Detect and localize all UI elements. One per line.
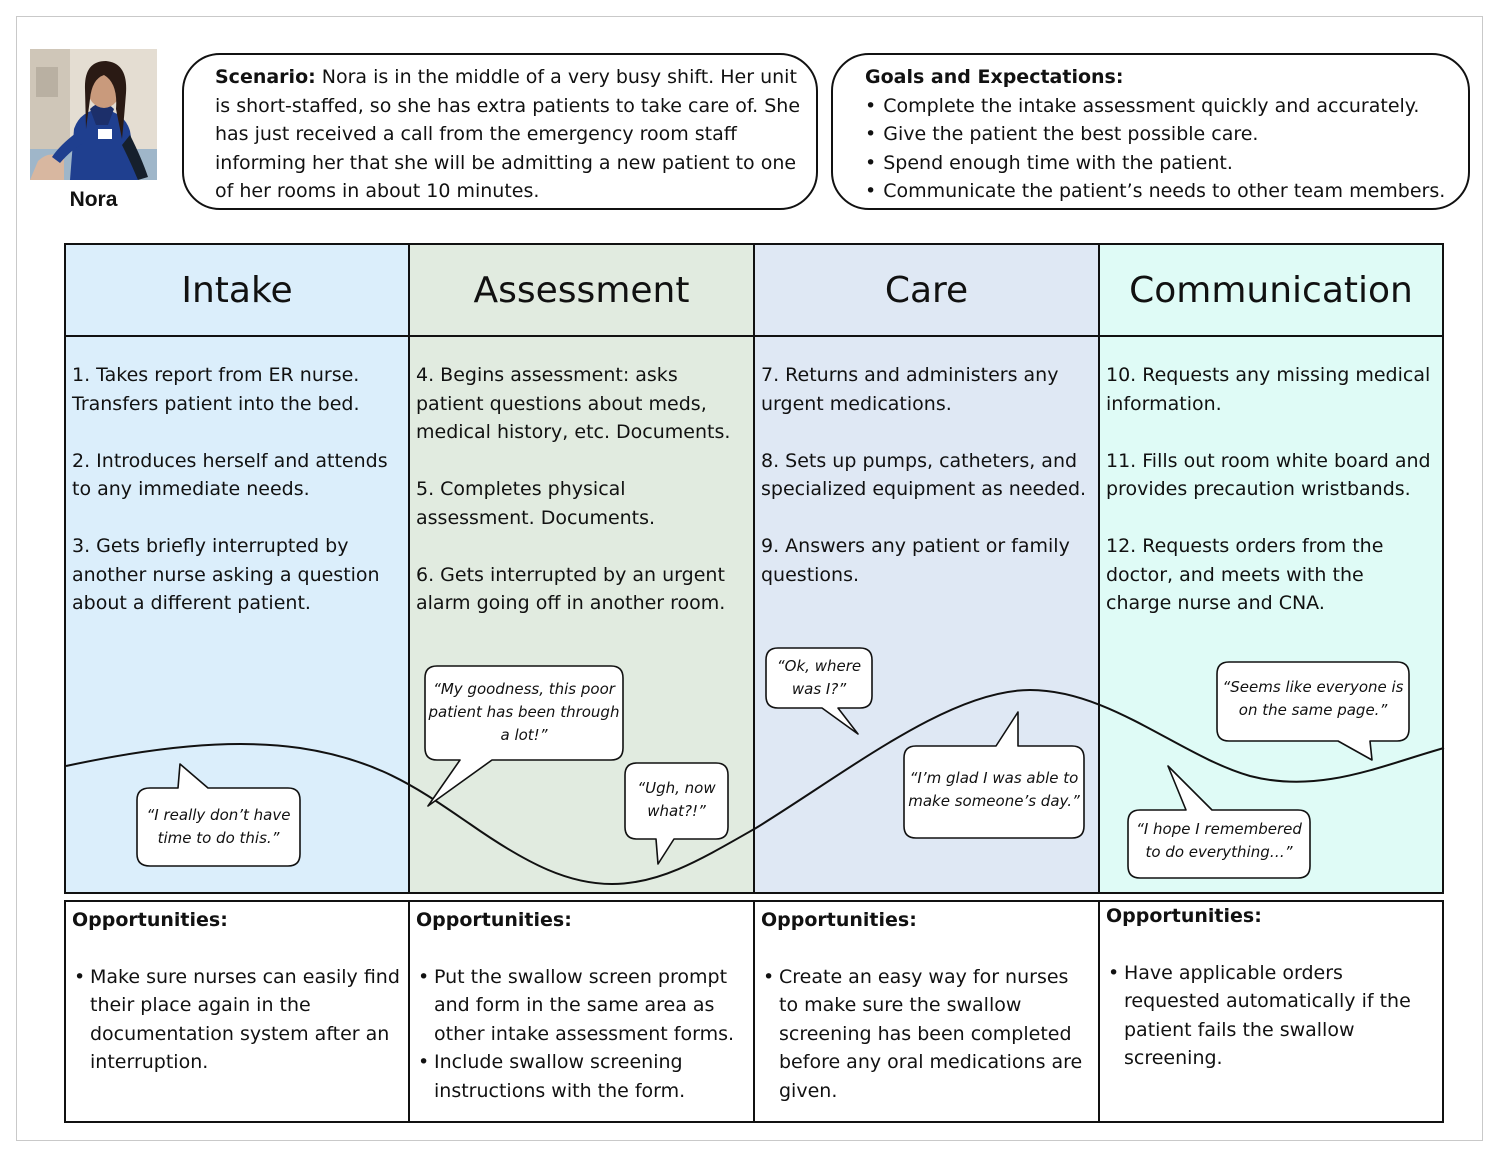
- scenario-box: Scenario: Nora is in the middle of a ver…: [182, 53, 818, 210]
- quote-line: “I really don’t have: [146, 806, 291, 824]
- quote-line: a lot!”: [500, 726, 548, 744]
- persona-photo: [30, 49, 157, 180]
- stage-intake: Intake 1. Takes report from ER nurse. Tr…: [64, 243, 410, 894]
- quote-line: make someone’s day.”: [908, 792, 1080, 810]
- step-item: 6. Gets interrupted by an urgent alarm g…: [416, 563, 726, 615]
- page-frame: [16, 16, 1483, 1141]
- step-item: 12. Requests orders from the doctor, and…: [1106, 535, 1384, 614]
- quote-line: on the same page.”: [1238, 701, 1388, 719]
- step-item: 9. Answers any patient or family questio…: [761, 535, 1070, 586]
- step-item: 4. Begins assessment: asks patient quest…: [416, 364, 731, 443]
- quote-line: “Ugh, now: [637, 779, 716, 797]
- quote-line: what?!”: [647, 802, 706, 820]
- opportunities-list: Have applicable orders requested automat…: [1106, 959, 1436, 1073]
- stage-steps: 4. Begins assessment: asks patient quest…: [410, 337, 753, 618]
- quote-text: “My goodness, this poor patient has been…: [425, 678, 623, 747]
- quote-line: to do everything…”: [1145, 843, 1293, 861]
- opportunity-item: Create an easy way for nurses to make su…: [761, 963, 1092, 1106]
- goals-label: Goals and Expectations:: [865, 66, 1124, 88]
- scenario-text: Nora is in the middle of a very busy shi…: [215, 66, 801, 202]
- quote-line: “Seems like everyone is: [1222, 678, 1404, 696]
- step-item: 3. Gets briefly interrupted by another n…: [72, 535, 380, 614]
- stage-title: Communication: [1100, 245, 1442, 337]
- stage-steps: 10. Requests any missing medical informa…: [1100, 337, 1442, 618]
- stage-communication: Communication 10. Requests any missing m…: [1098, 243, 1444, 894]
- goal-item: Give the patient the best possible care.: [865, 120, 1458, 149]
- step-item: 7. Returns and administers any urgent me…: [761, 364, 1059, 415]
- opportunities-title: Opportunities:: [72, 909, 228, 931]
- opportunity-item: Put the swallow screen prompt and form i…: [416, 963, 747, 1049]
- quote-line: “Ok, where: [776, 657, 862, 675]
- quote-line: “I’m glad I was able to: [909, 769, 1079, 787]
- opportunities-assessment: Opportunities: Put the swallow screen pr…: [408, 900, 755, 1123]
- scenario-label: Scenario:: [215, 66, 316, 88]
- goals-box: Goals and Expectations: Complete the int…: [831, 53, 1470, 210]
- step-item: 5. Completes physical assessment. Docume…: [416, 478, 656, 529]
- step-item: 2. Introduces herself and attends to any…: [72, 449, 388, 501]
- quote-line: patient has been through: [428, 703, 620, 721]
- quote-text: “Seems like everyone is on the same page…: [1217, 676, 1409, 722]
- opportunities-intake: Opportunities: Make sure nurses can easi…: [64, 900, 410, 1123]
- opportunities-list: Make sure nurses can easily find their p…: [72, 963, 402, 1077]
- quote-text: “Ok, where was I?”: [766, 655, 872, 701]
- opportunities-title: Opportunities:: [761, 909, 917, 931]
- quote-line: “My goodness, this poor: [433, 680, 615, 698]
- quote-text: “I’m glad I was able to make someone’s d…: [904, 767, 1084, 813]
- quote-line: “I hope I remembered: [1136, 820, 1302, 838]
- opportunity-item: Have applicable orders requested automat…: [1106, 959, 1436, 1073]
- quote-line: time to do this.”: [157, 829, 280, 847]
- goals-list: Complete the intake assessment quickly a…: [865, 92, 1458, 206]
- quote-text: “I really don’t have time to do this.”: [137, 804, 300, 850]
- quote-text: “I hope I remembered to do everything…”: [1128, 818, 1310, 864]
- step-item: 1. Takes report from ER nurse. Transfers…: [72, 364, 360, 415]
- stage-steps: 1. Takes report from ER nurse. Transfers…: [66, 337, 408, 618]
- goal-item: Complete the intake assessment quickly a…: [865, 92, 1458, 121]
- opportunity-item: Make sure nurses can easily find their p…: [72, 963, 402, 1077]
- quote-line: was I?”: [791, 680, 847, 698]
- nurse-photo-icon: [30, 49, 157, 180]
- opportunities-communication: Opportunities: Have applicable orders re…: [1098, 900, 1444, 1123]
- goal-item: Communicate the patient’s needs to other…: [865, 177, 1458, 206]
- step-item: 10. Requests any missing medical informa…: [1106, 364, 1431, 415]
- journey-stages: Intake 1. Takes report from ER nurse. Tr…: [64, 243, 1444, 894]
- stage-title: Intake: [66, 245, 408, 337]
- persona-name: Nora: [69, 188, 118, 211]
- step-item: 8. Sets up pumps, catheters, and special…: [761, 449, 1087, 501]
- stage-title: Assessment: [410, 245, 753, 337]
- opportunities-title: Opportunities:: [416, 909, 572, 931]
- opportunities-title: Opportunities:: [1106, 905, 1262, 927]
- step-item: 11. Fills out room white board and provi…: [1106, 449, 1431, 501]
- opportunities-care: Opportunities: Create an easy way for nu…: [753, 900, 1100, 1123]
- goal-item: Spend enough time with the patient.: [865, 149, 1458, 178]
- opportunity-item: Include swallow screening instructions w…: [416, 1048, 747, 1105]
- stage-steps: 7. Returns and administers any urgent me…: [755, 337, 1098, 589]
- quote-text: “Ugh, now what?!”: [625, 777, 728, 823]
- opportunities-list: Put the swallow screen prompt and form i…: [416, 963, 747, 1106]
- stage-title: Care: [755, 245, 1098, 337]
- opportunities-list: Create an easy way for nurses to make su…: [761, 963, 1092, 1106]
